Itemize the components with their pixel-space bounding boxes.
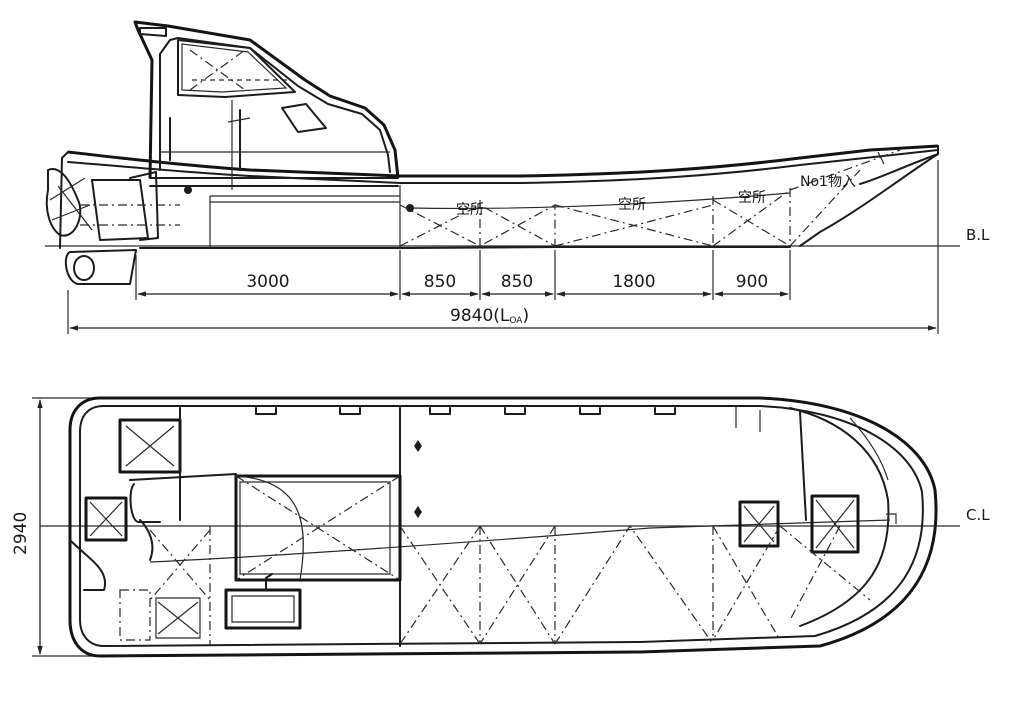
outboard-engine-area [45,168,414,285]
dimension-3000: 3000 [246,272,289,292]
hold-hatches [738,494,897,554]
dimension-1800: 1800 [612,272,655,292]
beam-dimension: 2940 [11,397,100,657]
space-label-1: 空所 [456,202,484,218]
space-label-3: 空所 [738,190,766,206]
plan-compartment-diagonals [209,524,871,646]
dimension-850-a: 850 [424,272,456,292]
wheelhouse [133,20,400,190]
space-label-2: 空所 [618,197,646,213]
centerline-label: C.L [966,506,990,524]
compartment-diagonals [399,149,901,247]
deck-markers [414,440,422,518]
cabin-plan [69,407,402,647]
dimension-900: 900 [736,272,768,292]
overall-length-dimension: 9840(LOA) [450,306,529,326]
side-elevation-view: B.L [45,20,990,334]
beam-value: 2940 [11,512,31,555]
gunwale-cleats [255,407,676,415]
hull-plan-outline [68,396,938,658]
dimension-850-b: 850 [501,272,533,292]
hold-label: No1物入 [800,174,856,190]
plan-view: C.L 2940 [11,396,990,658]
hull-side-outline [59,144,939,249]
baseline-label: B.L [966,226,990,244]
dimension-chain: 3000 850 850 1800 900 9840(LOA) [67,160,939,334]
